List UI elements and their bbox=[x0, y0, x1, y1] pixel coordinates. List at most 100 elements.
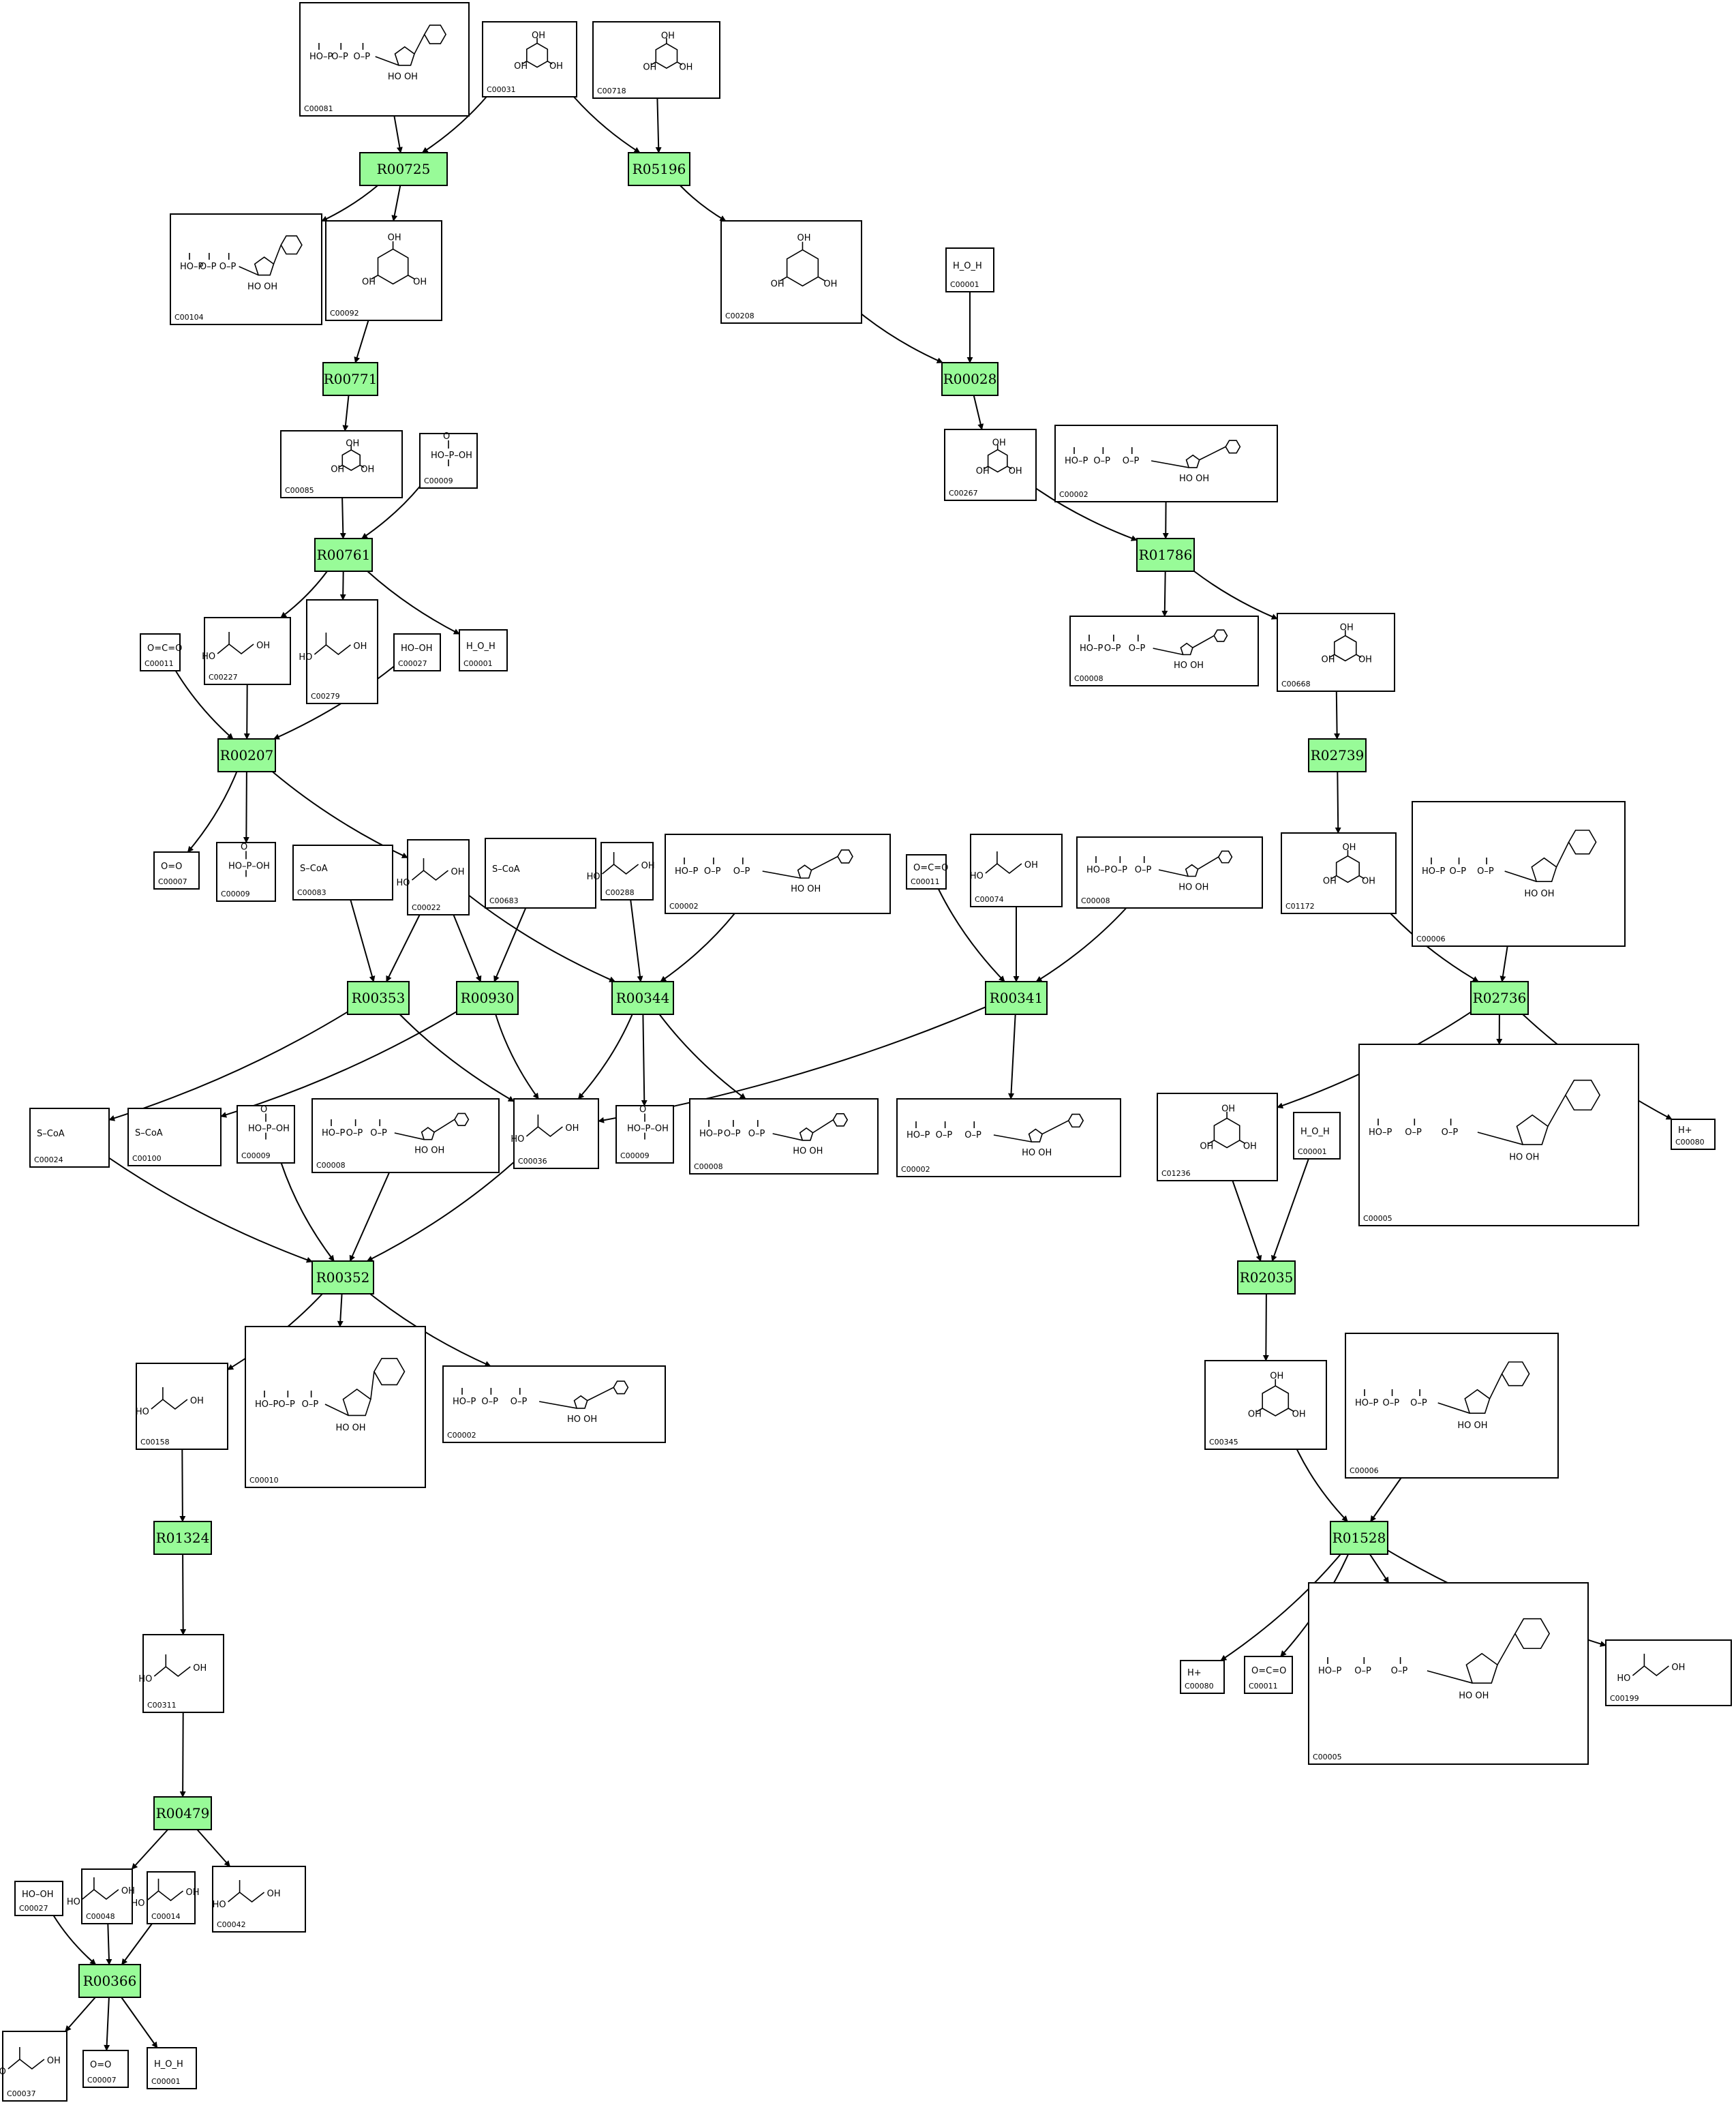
compound-box bbox=[147, 2047, 197, 2089]
svg-text:HO–P–OH: HO–P–OH bbox=[627, 1124, 669, 1134]
compound-c00080[interactable]: H+C00080 bbox=[1671, 1119, 1716, 1150]
reaction-edge bbox=[243, 771, 249, 843]
reaction-r00341[interactable]: R00341 bbox=[985, 981, 1048, 1015]
svg-text:O–P: O–P bbox=[353, 52, 370, 62]
reaction-r05196[interactable]: R05196 bbox=[628, 152, 690, 186]
compound-label: C00227 bbox=[209, 673, 238, 682]
svg-text:HO OH: HO OH bbox=[1459, 1691, 1489, 1701]
reaction-r01324[interactable]: R01324 bbox=[153, 1521, 212, 1555]
reaction-r02736[interactable]: R02736 bbox=[1470, 981, 1529, 1015]
reaction-edge bbox=[350, 899, 376, 982]
compound-label: C00092 bbox=[330, 309, 359, 318]
reaction-r00771[interactable]: R00771 bbox=[322, 362, 378, 396]
svg-text:HO–P: HO–P bbox=[1080, 643, 1103, 654]
reaction-r02035[interactable]: R02035 bbox=[1237, 1260, 1296, 1294]
compound-formula: O=O bbox=[90, 2060, 111, 2070]
reaction-r01528[interactable]: R01528 bbox=[1330, 1521, 1388, 1555]
svg-text:OH: OH bbox=[1024, 860, 1038, 870]
reaction-label: R01324 bbox=[156, 1530, 210, 1546]
reaction-r00366[interactable]: R00366 bbox=[78, 1964, 141, 1998]
reaction-r02739[interactable]: R02739 bbox=[1308, 738, 1367, 772]
reaction-r00725[interactable]: R00725 bbox=[359, 152, 448, 186]
reaction-edge bbox=[577, 1014, 633, 1100]
reaction-r00028[interactable]: R00028 bbox=[941, 362, 999, 396]
reaction-r01786[interactable]: R01786 bbox=[1136, 538, 1195, 572]
compound-c00037[interactable]: OHHOC00037 bbox=[0, 2031, 67, 2102]
reaction-r00352[interactable]: R00352 bbox=[311, 1260, 374, 1294]
compound-label: C00085 bbox=[285, 486, 314, 495]
compound-label: C00009 bbox=[424, 476, 453, 485]
reaction-r00207[interactable]: R00207 bbox=[217, 738, 276, 772]
reaction-r00479[interactable]: R00479 bbox=[153, 1796, 212, 1830]
reaction-r00761[interactable]: R00761 bbox=[314, 538, 373, 572]
reaction-r00930[interactable]: R00930 bbox=[456, 981, 519, 1015]
reaction-box bbox=[217, 738, 276, 772]
compound-formula: HO–OH bbox=[401, 643, 433, 654]
reaction-r00353[interactable]: R00353 bbox=[347, 981, 410, 1015]
reaction-r00344[interactable]: R00344 bbox=[611, 981, 674, 1015]
compound-label: C00009 bbox=[241, 1151, 271, 1160]
compound-label: C00008 bbox=[316, 1161, 346, 1170]
svg-text:O–P: O–P bbox=[733, 866, 750, 877]
svg-text:OH: OH bbox=[193, 1663, 207, 1674]
reaction-edge bbox=[495, 1014, 539, 1100]
compound-c00080[interactable]: H+C00080 bbox=[1180, 1660, 1225, 1694]
